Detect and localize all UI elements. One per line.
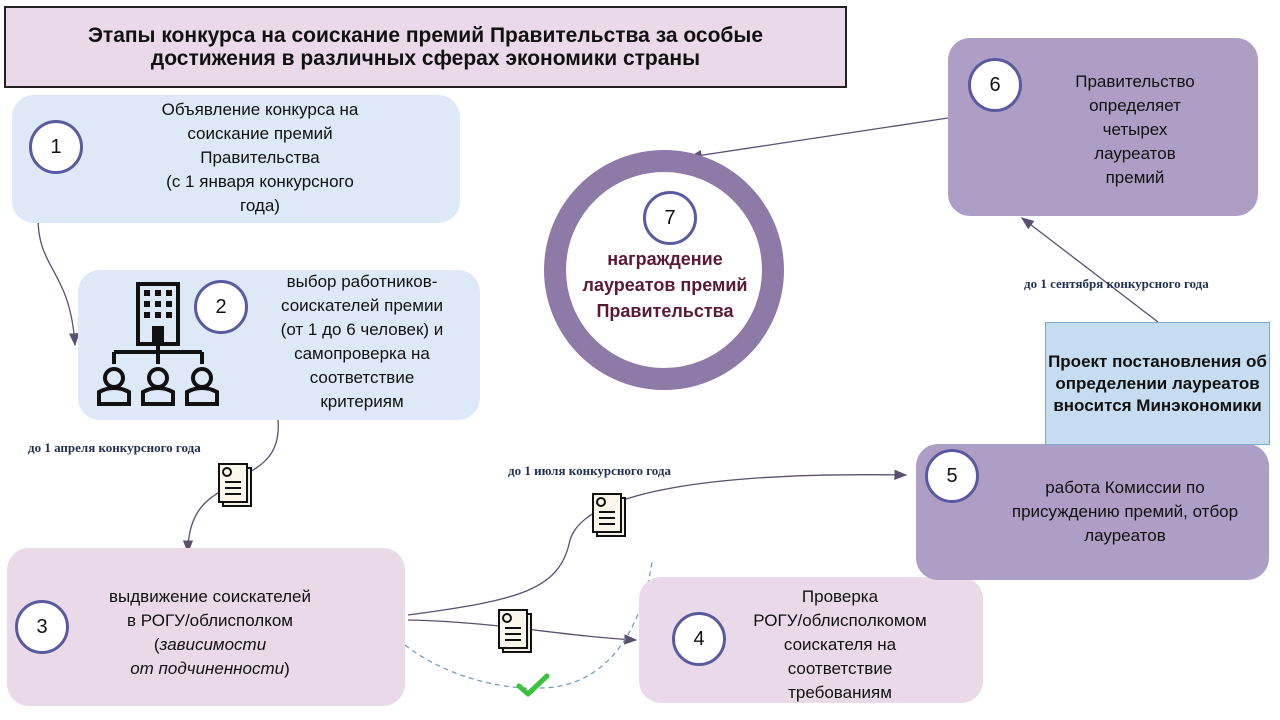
diagram-title: Этапы конкурса на соискание премий Прави…	[4, 6, 847, 88]
stage-1-box	[12, 95, 460, 223]
stage-1-number: 1	[29, 120, 83, 174]
stage-7-text: награждение лауреатов премий Правительст…	[582, 249, 748, 321]
stage-3-number: 3	[15, 600, 69, 654]
stage-6-text: Правительство определяет четырех лауреат…	[1075, 72, 1195, 187]
stage-5-number: 5	[925, 449, 979, 503]
document-icon	[592, 493, 626, 537]
stage-4-text: Проверка РОГУ/облисполкомом соискателя н…	[753, 587, 927, 702]
stage-4-number: 4	[672, 612, 726, 666]
stage-3-text: выдвижение соискателей в РОГУ/облисполко…	[109, 587, 311, 678]
document-icon	[498, 609, 532, 653]
arrow-1-to-2	[37, 217, 80, 347]
stage-5-text: работа Комиссии по присуждению премий, о…	[1011, 478, 1239, 545]
check-dashed-arc	[404, 561, 653, 689]
stage-1-text: Объявление конкурса на соискание премий …	[161, 100, 359, 215]
stage-7-number: 7	[643, 191, 697, 245]
arrow-5-to-6	[1020, 217, 1159, 323]
arrow-6-to-7	[688, 117, 949, 161]
arrow-3-to-5	[407, 469, 908, 616]
checkmark-icon	[516, 673, 550, 697]
org-structure-icon	[97, 282, 219, 406]
stage-6-number: 6	[968, 58, 1022, 112]
deadline-september-label: до 1 сентября конкурсного года	[1024, 276, 1209, 291]
deadline-july-label: до 1 июля конкурсного года	[508, 463, 671, 478]
document-icon	[218, 463, 252, 507]
project-decree-box: Проект постановления об определении лаур…	[1045, 322, 1270, 445]
stage-2-number: 2	[194, 280, 248, 334]
deadline-april-label: до 1 апреля конкурсного года	[28, 440, 201, 455]
stage-2-text: выбор работников- соискателей премии (от…	[280, 272, 444, 411]
stage-3-box	[7, 548, 405, 706]
